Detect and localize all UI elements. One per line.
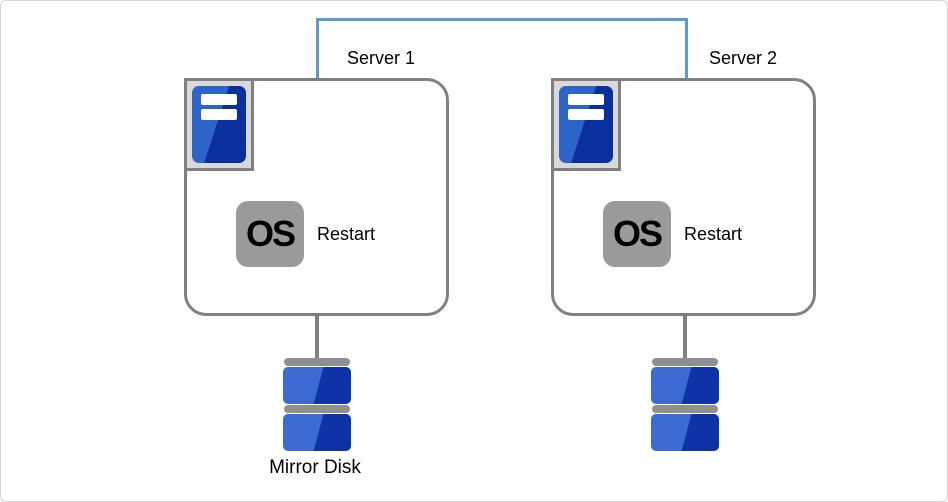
disk-platter-cap [652, 358, 718, 366]
disk-platter [283, 367, 351, 404]
server2-os-restart-row: OS Restart [603, 201, 742, 267]
server2-restart-label: Restart [684, 223, 743, 244]
server1-label: Server 1 [347, 48, 416, 68]
interconnect-line [316, 18, 688, 21]
interconnect-line-right-drop [685, 18, 688, 78]
server-tower-icon [184, 78, 254, 171]
server2-disk-stem [683, 314, 687, 359]
mirror-disk-icon [283, 358, 351, 452]
server1-os-restart-row: OS Restart [236, 201, 375, 267]
disk-platter-cap [284, 405, 350, 413]
tower-body [559, 86, 613, 163]
server2-label: Server 2 [709, 48, 778, 68]
mirror-disk-label: Mirror Disk [269, 457, 361, 478]
mirror-disk-icon [651, 358, 719, 452]
tower-body [192, 86, 246, 163]
server-tower-icon [551, 78, 621, 171]
server1-box: OS Restart [184, 78, 449, 316]
disk-platter [283, 414, 351, 451]
tower-slot [201, 109, 237, 120]
server1-disk-stem [315, 314, 319, 359]
disk-platter [651, 367, 719, 404]
server2-box: OS Restart [551, 78, 816, 316]
os-icon: OS [603, 201, 671, 267]
tower-slot [201, 94, 237, 105]
disk-platter-cap [652, 405, 718, 413]
disk-platter [651, 414, 719, 451]
tower-slot [568, 109, 604, 120]
disk-platter-cap [284, 358, 350, 366]
server1-restart-label: Restart [317, 223, 376, 244]
tower-slot [568, 94, 604, 105]
interconnect-line-left-drop [316, 18, 319, 78]
os-icon: OS [236, 201, 304, 267]
